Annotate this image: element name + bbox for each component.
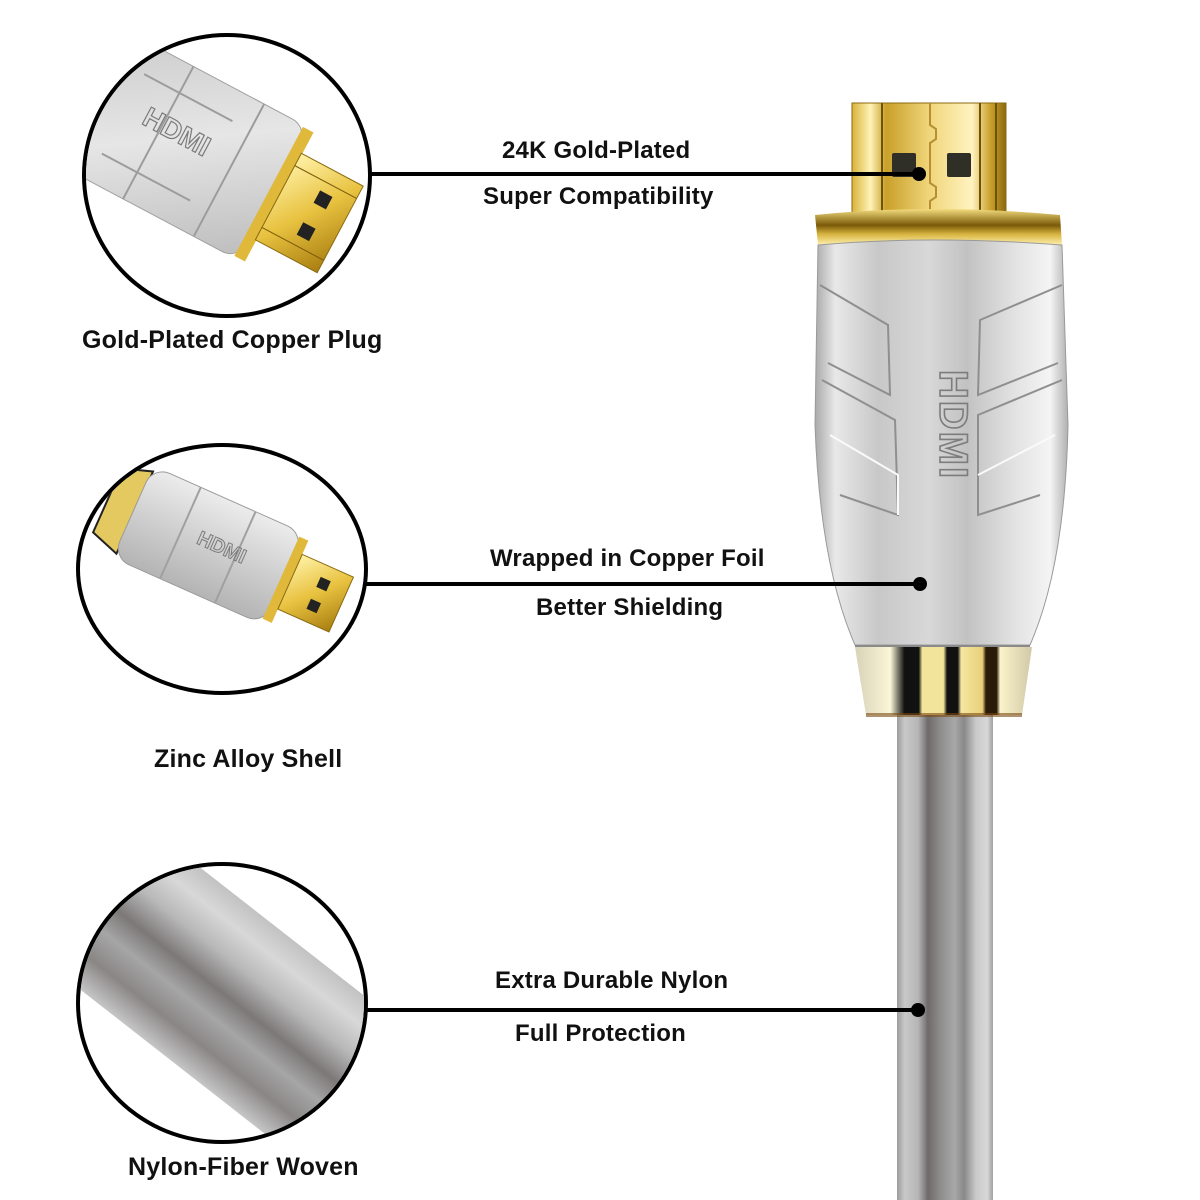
label-gold-plated-copper-plug: Gold-Plated Copper Plug [82, 326, 383, 354]
main-hdmi-connector: HDMI [800, 95, 1090, 1200]
gold-collar [815, 209, 1062, 245]
gold-strain-ring [855, 647, 1032, 715]
detail-circle-plug: HDMI [82, 33, 372, 318]
callout-tip-subtitle: Super Compatibility [483, 183, 714, 210]
leader-dot-tip [912, 167, 926, 181]
callout-jacket-title: Extra Durable Nylon [495, 967, 729, 994]
svg-text:HDMI: HDMI [931, 370, 975, 480]
callout-housing-subtitle: Better Shielding [536, 594, 724, 621]
leader-dot-jacket [911, 1003, 925, 1017]
callout-housing-title: Wrapped in Copper Foil [490, 545, 765, 572]
hdmi-connector-illustration: HDMI [814, 102, 1069, 1200]
leader-line-housing [366, 582, 922, 586]
label-zinc-alloy-shell: Zinc Alloy Shell [154, 745, 343, 773]
plug-closeup-illustration: HDMI [86, 37, 364, 274]
hdmi-logo-vertical: HDMI [930, 369, 976, 481]
callout-tip-title: 24K Gold-Plated [502, 137, 691, 164]
label-nylon-fiber-woven: Nylon-Fiber Woven [128, 1153, 359, 1181]
detail-circle-shell: HDMI [76, 443, 368, 695]
zinc-alloy-shell [814, 239, 1069, 646]
detail-circle-cable [76, 862, 368, 1144]
leader-line-tip [370, 172, 922, 176]
cable-closeup-illustration [80, 866, 364, 1140]
shell-closeup-illustration: HDMI [91, 467, 355, 633]
leader-line-jacket [366, 1008, 918, 1012]
callout-jacket-subtitle: Full Protection [515, 1020, 686, 1047]
cable-jacket [897, 710, 993, 1200]
leader-dot-housing [913, 577, 927, 591]
